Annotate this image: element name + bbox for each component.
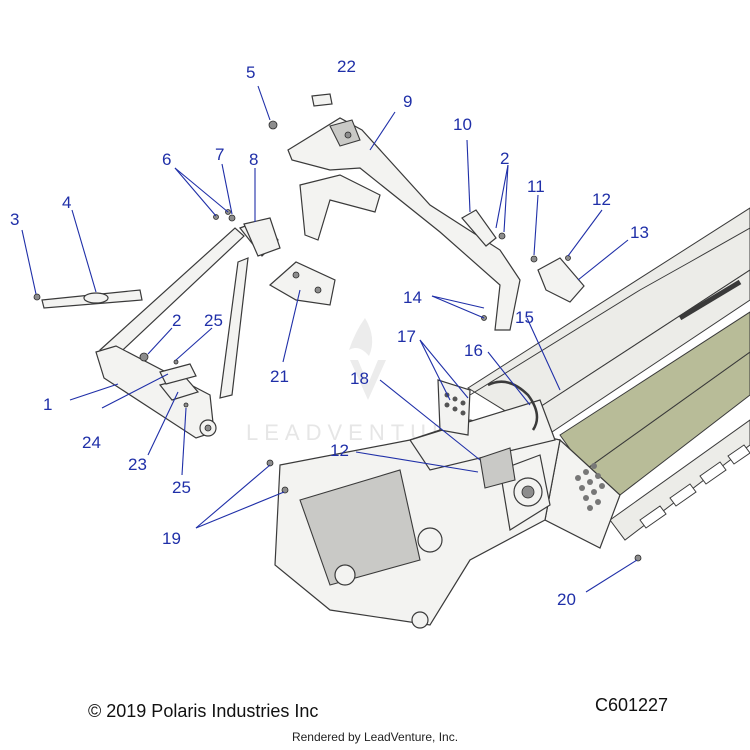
callout-13: 13: [630, 223, 649, 242]
callout-3: 3: [10, 210, 19, 229]
bracket-8: [243, 217, 281, 257]
callout-15: 15: [515, 308, 534, 327]
callout-14: 14: [403, 288, 422, 307]
bracket-21: [268, 261, 336, 306]
callout-24: 24: [82, 433, 101, 452]
callout-16: 16: [464, 341, 483, 360]
plate-24: [159, 363, 197, 385]
callout-12-lower: 12: [330, 441, 349, 460]
cable-16: [487, 380, 539, 431]
callout-17: 17: [397, 327, 416, 346]
bracket-13: [537, 257, 585, 303]
steering-bar: [33, 289, 143, 309]
callout-10: 10: [453, 115, 472, 134]
callout-labels: 1 2 2 3 4 5 6 7 8 9 10 11 12 12 13 14 15…: [10, 57, 649, 609]
callout-6: 6: [162, 150, 171, 169]
tunnel-assembly: [467, 207, 750, 549]
callout-18: 18: [350, 369, 369, 388]
leader-lines: [21, 85, 638, 593]
callout-9: 9: [403, 92, 412, 111]
callout-25-lower: 25: [172, 478, 191, 497]
callout-22: 22: [337, 57, 356, 76]
callout-19: 19: [162, 529, 181, 548]
rendered-by-credit: Rendered by LeadVenture, Inc.: [291, 730, 459, 744]
callout-7: 7: [215, 145, 224, 164]
callout-5: 5: [246, 63, 255, 82]
callout-23: 23: [128, 455, 147, 474]
callout-11: 11: [527, 177, 545, 196]
callout-8: 8: [249, 150, 258, 169]
running-board-slots: [639, 444, 750, 529]
front-a-frame: [95, 219, 279, 439]
callout-20: 20: [557, 590, 576, 609]
diagram-code: C601227: [595, 695, 669, 715]
callout-21: 21: [270, 367, 289, 386]
upper-steering-post: [287, 117, 521, 331]
fasteners: [139, 120, 642, 562]
chassis-bulkhead: [274, 379, 561, 629]
tunnel-vent-holes: [575, 463, 605, 511]
callout-1: 1: [43, 395, 52, 414]
callout-12-upper: 12: [592, 190, 611, 209]
copyright-notice: © 2019 Polaris Industries Inc: [88, 701, 319, 721]
callout-25-upper: 25: [204, 311, 223, 330]
decal-22: [311, 93, 333, 107]
callout-4: 4: [62, 193, 71, 212]
callout-2-left: 2: [172, 311, 181, 330]
callout-2-right: 2: [500, 149, 509, 168]
bracket-10: [461, 209, 497, 247]
